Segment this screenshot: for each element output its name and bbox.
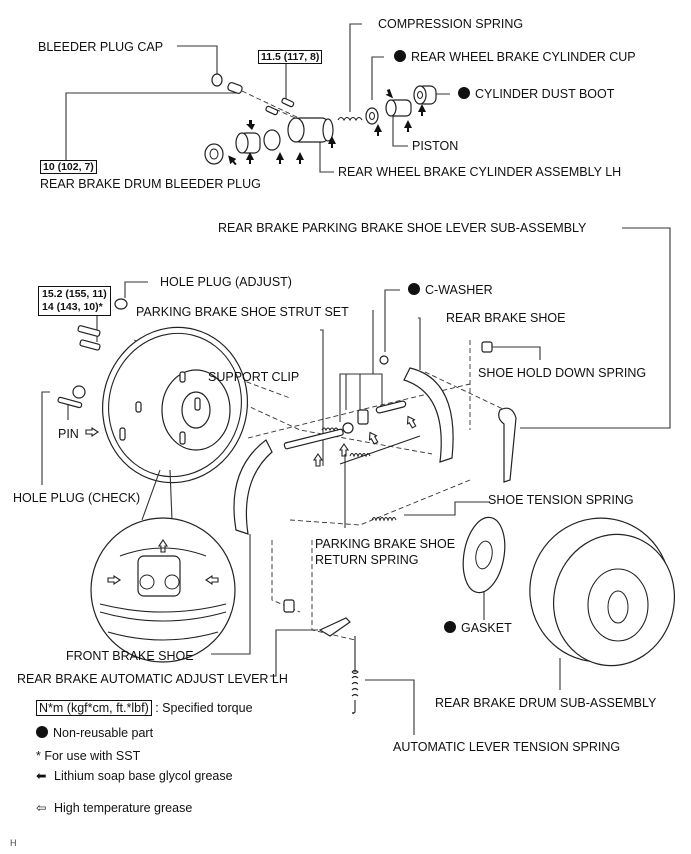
non-reusable-icon: [408, 283, 420, 295]
outline-arrow-icon: ⇦: [36, 801, 47, 815]
legend-high-temp-grease: ⇦High temperature grease: [36, 801, 193, 815]
c-washer-part: [379, 355, 389, 365]
label-pin: PIN: [58, 427, 79, 441]
bleeder-plug-part: [227, 82, 243, 94]
label-rear-brake-shoe: REAR BRAKE SHOE: [446, 311, 566, 325]
label-bleeder-plug-cap: BLEEDER PLUG CAP: [38, 40, 164, 54]
high-temp-grease-arrows: [85, 415, 417, 586]
backing-plate-part: [101, 326, 249, 484]
label-support-clip: SUPPORT CLIP: [208, 370, 300, 384]
adjust-lever-parts: [283, 599, 359, 715]
label-shoe-tension-spring: SHOE TENSION SPRING: [488, 493, 634, 507]
detail-circle-adjuster: [90, 469, 236, 663]
non-reusable-icon: [36, 726, 48, 738]
left-side-cylinder-parts: [204, 129, 281, 165]
label-cylinder-assembly: REAR WHEEL BRAKE CYLINDER ASSEMBLY LH: [338, 165, 622, 179]
label-gasket: GASKET: [444, 621, 512, 635]
non-reusable-icon: [394, 50, 406, 62]
non-reusable-icon: [458, 87, 470, 99]
piston-part: [385, 99, 412, 117]
legend-non-reusable: Non-reusable part: [36, 726, 153, 740]
cylinder-cup-part: [365, 107, 379, 125]
label-parking-lever: REAR BRAKE PARKING BRAKE SHOE LEVER SUB-…: [218, 221, 587, 235]
legend-torque: N*m (kgf*cm, ft.*lbf) : Specified torque: [36, 700, 253, 716]
compression-spring-part: [337, 116, 363, 122]
label-piston: PISTON: [412, 139, 459, 153]
torque-unit-box: N*m (kgf*cm, ft.*lbf): [36, 700, 152, 716]
filled-arrow-icon: ⬅: [36, 769, 47, 783]
shoe-hold-down-spring-part: [481, 341, 493, 353]
torque-bleeder-plug: 10 (102, 7): [40, 160, 97, 174]
label-cylinder-cup: REAR WHEEL BRAKE CYLINDER CUP: [394, 50, 636, 64]
label-hole-plug-check: HOLE PLUG (CHECK): [13, 491, 141, 505]
label-bleeder-plug: REAR BRAKE DRUM BLEEDER PLUG: [40, 177, 261, 191]
gasket-part: [462, 516, 506, 594]
rear-brake-shoe-part: [403, 367, 454, 463]
label-compression-spring: COMPRESSION SPRING: [378, 17, 524, 31]
torque-cylinder-bolt: 11.5 (117, 8): [258, 50, 323, 64]
label-cylinder-dust-boot: CYLINDER DUST BOOT: [458, 87, 614, 101]
legend-sst: * For use with SST: [36, 749, 141, 763]
dust-boot-part: [413, 85, 437, 105]
label-hole-plug-adjust: HOLE PLUG (ADJUST): [160, 275, 292, 289]
strut-set-parts: [283, 400, 407, 450]
label-brake-drum: REAR BRAKE DRUM SUB-ASSEMBLY: [435, 696, 657, 710]
label-c-washer: C-WASHER: [408, 283, 493, 297]
front-brake-shoe-part: [233, 439, 273, 535]
torque-backing-plate: 15.2 (155, 11) 14 (143, 10)*: [38, 286, 111, 316]
label-lever-tension-spring: AUTOMATIC LEVER TENSION SPRING: [393, 740, 621, 754]
cylinder-bolts-part: [265, 97, 295, 116]
label-shoe-hold-down-spring: SHOE HOLD DOWN SPRING: [478, 366, 647, 380]
label-strut-set: PARKING BRAKE SHOE STRUT SET: [136, 305, 349, 319]
non-reusable-icon: [444, 621, 456, 633]
bleeder-plug-cap-part: [211, 73, 223, 87]
legend-lithium-grease: ⬅Lithium soap base glycol grease: [36, 769, 233, 783]
label-front-brake-shoe: FRONT BRAKE SHOE: [66, 649, 194, 663]
springs-middle: [339, 435, 421, 522]
leader-lines-middle: [41, 227, 671, 735]
brake-drum-part: [529, 517, 676, 667]
figure-code: H: [10, 838, 17, 848]
parking-brake-lever-part: [498, 407, 517, 483]
label-return-spring-line1: PARKING BRAKE SHOE: [315, 537, 456, 551]
label-return-spring-line2: RETURN SPRING: [315, 553, 419, 567]
label-adjust-lever: REAR BRAKE AUTOMATIC ADJUST LEVER LH: [17, 672, 288, 686]
wheel-cylinder-part: [287, 117, 334, 143]
grease-arrows-lithium-top: [228, 88, 426, 166]
backing-plate-bolts: [57, 298, 128, 409]
